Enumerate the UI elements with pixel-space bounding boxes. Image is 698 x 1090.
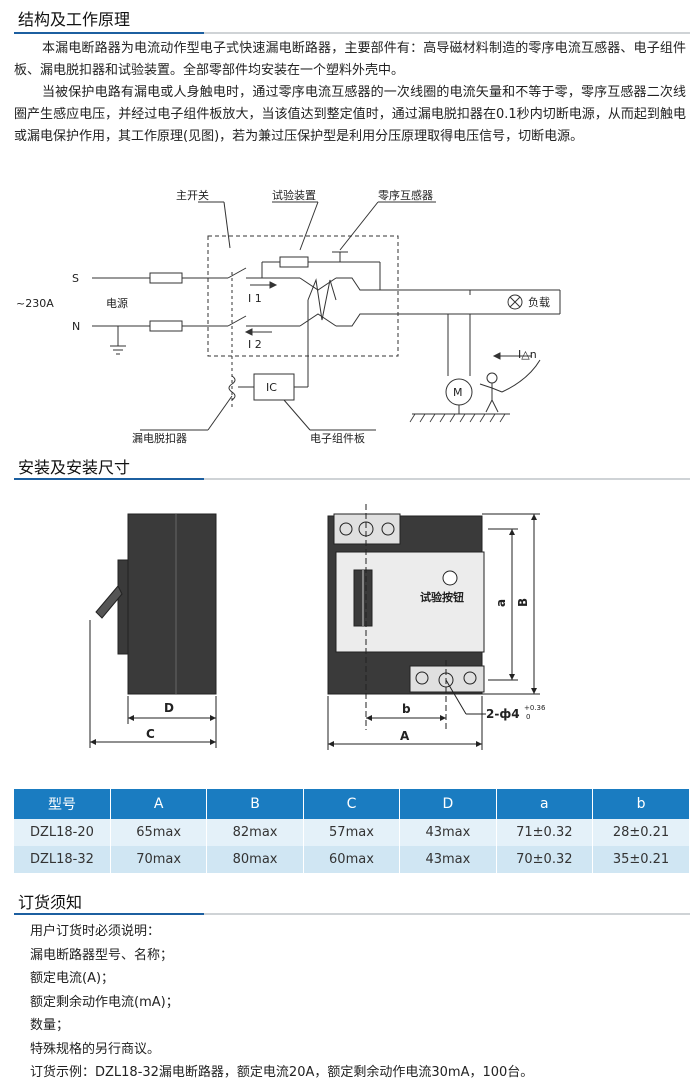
order-line: 额定剩余动作电流(mA)； <box>30 994 179 1010</box>
order-example: 订货示例：DZL18-32漏电断路器，额定电流20A，额定剩余动作电流30mA，… <box>30 1065 534 1080</box>
table-cell: 65max <box>110 819 208 846</box>
label-zero-seq-transformer: 零序互感器 <box>378 188 433 202</box>
spec-table: 型号 A B C D a b DZL18-20 65max 82max 57ma… <box>14 789 689 873</box>
test-resistor <box>279 256 309 268</box>
fuse-n <box>149 320 183 332</box>
label-voltage: ~230A <box>16 297 54 310</box>
hole-spec: 2-ф4 <box>486 707 520 721</box>
section-title-installation: 安装及安装尺寸 <box>18 458 131 477</box>
order-line: 数量； <box>30 1018 70 1033</box>
table-cell: 43max <box>399 846 497 873</box>
section-title-ordering: 订货须知 <box>18 893 83 912</box>
table-cell: DZL18-20 <box>14 819 111 846</box>
table-cell: 60max <box>303 846 401 873</box>
ordering-notes: 用户订货时必须说明： 漏电断路器型号、名称； 额定电流(A)； 额定剩余动作电流… <box>30 920 533 1085</box>
terminal-s: S <box>72 272 79 285</box>
order-line: 额定电流(A)； <box>30 971 115 986</box>
table-cell: 28±0.21 <box>592 819 689 846</box>
dim-label-a-lower: a <box>494 599 508 607</box>
order-line: 用户订货时必须说明： <box>30 924 161 939</box>
hole-tolerance-top: +0.36 <box>524 704 546 712</box>
fuse-s <box>149 272 183 284</box>
label-test-device: 试验装置 <box>272 188 316 202</box>
table-cell: 57max <box>303 819 401 846</box>
table-cell: 80max <box>206 846 304 873</box>
label-main-switch: 主开关 <box>176 188 209 202</box>
column-header: b <box>592 789 689 819</box>
column-header: D <box>399 789 497 819</box>
test-button-label: 试验按钮 <box>420 590 464 604</box>
dim-label-d: D <box>164 701 174 715</box>
table-cell: 35±0.21 <box>592 846 689 873</box>
dim-label-b-upper: B <box>516 598 530 607</box>
table-row: DZL18-20 65max 82max 57max 43max 71±0.32… <box>14 819 689 846</box>
paragraph-1: 本漏电断路器为电流动作型电子式快速漏电断路器，主要部件有：高导磁材料制造的零序电… <box>14 41 686 78</box>
label-motor: M <box>453 386 463 399</box>
label-leak-current: I△n <box>518 348 537 361</box>
circuit-diagram: 主开关 试验装置 零序互感器 S N ~230A 电源 I 1 I 2 负载 I… <box>16 188 561 445</box>
dim-label-c: C <box>146 727 155 741</box>
terminal-n: N <box>72 320 80 333</box>
column-header: a <box>496 789 594 819</box>
order-line: 漏电断路器型号、名称； <box>30 947 174 963</box>
dim-label-a-upper: A <box>400 729 410 743</box>
table-cell: 71±0.32 <box>496 819 594 846</box>
label-ic: IC <box>266 381 277 394</box>
structure-description: 本漏电断路器为电流动作型电子式快速漏电断路器，主要部件有：高导磁材料制造的零序电… <box>14 38 686 148</box>
section-rule <box>14 32 690 34</box>
table-cell: 70±0.32 <box>496 846 594 873</box>
section-rule <box>14 913 690 915</box>
label-trip-device: 漏电脱扣器 <box>132 431 187 445</box>
table-cell: DZL18-32 <box>14 846 111 873</box>
section-title-structure: 结构及工作原理 <box>18 10 131 29</box>
dimension-drawing: D C b A a B 试验按钮 2-ф4 +0.36 0 <box>89 504 546 750</box>
hole-tolerance-bottom: 0 <box>526 713 530 721</box>
order-line: 特殊规格的另行商议。 <box>30 1041 161 1057</box>
dim-label-b: b <box>402 702 411 716</box>
table-cell: 70max <box>110 846 208 873</box>
label-load: 负载 <box>528 295 550 309</box>
label-current-2: I 2 <box>248 338 262 351</box>
column-header: B <box>206 789 304 819</box>
column-header: C <box>303 789 401 819</box>
label-current-1: I 1 <box>248 292 262 305</box>
label-power-source: 电源 <box>106 296 128 310</box>
label-electronic-board: 电子组件板 <box>310 431 365 445</box>
paragraph-2: 当被保护电路有漏电或人身触电时，通过零序电流互感器的一次线圈的电流矢量和不等于零… <box>14 85 686 144</box>
table-cell: 82max <box>206 819 304 846</box>
table-cell: 43max <box>399 819 497 846</box>
table-header-row: 型号 A B C D a b <box>14 789 689 819</box>
column-header: A <box>110 789 208 819</box>
table-row: DZL18-32 70max 80max 60max 43max 70±0.32… <box>14 846 689 873</box>
section-rule <box>14 478 690 480</box>
column-header: 型号 <box>14 789 111 819</box>
